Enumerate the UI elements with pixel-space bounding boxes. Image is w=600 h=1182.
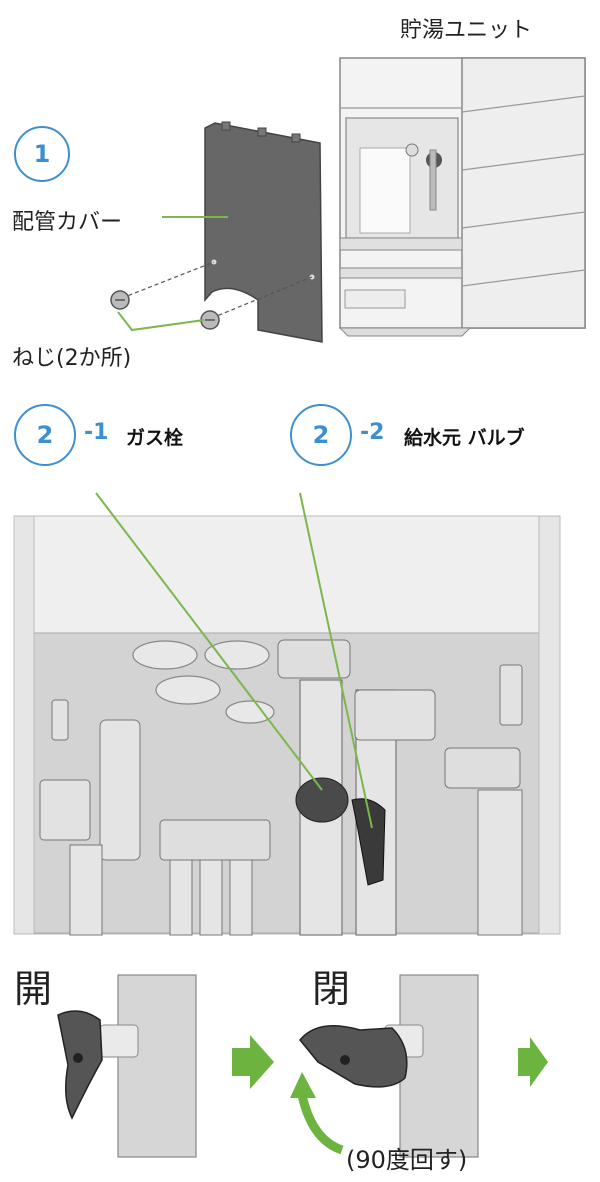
step-number-badge: 2 [290, 404, 352, 466]
pipe-cover-label: 配管カバー [12, 210, 123, 235]
screws-illustration [110, 261, 313, 330]
unit-label: 貯湯ユニット [400, 18, 533, 43]
step1-number: 1 [33, 140, 51, 168]
direction-arrow-icon [232, 1035, 274, 1089]
valve-open-label: 開 [14, 967, 53, 1011]
step2-2-sub: -2 [360, 420, 385, 445]
water-valve-leader-line [299, 492, 373, 829]
screws-leader-line [117, 311, 205, 332]
water-valve-label: 給水元 バルブ [404, 427, 525, 449]
direction-arrow-icon [518, 1037, 548, 1087]
step2-2-number: 2 [312, 421, 330, 449]
step-number-badge: 1 [14, 126, 70, 182]
valve-closed-illustration [299, 974, 479, 1158]
pipe-cover-illustration [204, 121, 323, 343]
gas-cock-label: ガス栓 [126, 427, 184, 449]
piping-illustration [13, 515, 561, 936]
screws-label: ねじ(2か所) [12, 346, 132, 371]
gas-cock-leader-line [95, 492, 323, 791]
rotate-90-label: (90度回す) [346, 1146, 468, 1174]
storage-unit-illustration [338, 57, 586, 337]
step2-1-sub: -1 [84, 420, 109, 445]
valve-open-illustration [57, 974, 197, 1158]
valve-close-label: 閉 [312, 967, 351, 1011]
step2-1-number: 2 [36, 421, 54, 449]
step-number-badge: 2 [14, 404, 76, 466]
rotate-arrow-icon [297, 1093, 344, 1155]
